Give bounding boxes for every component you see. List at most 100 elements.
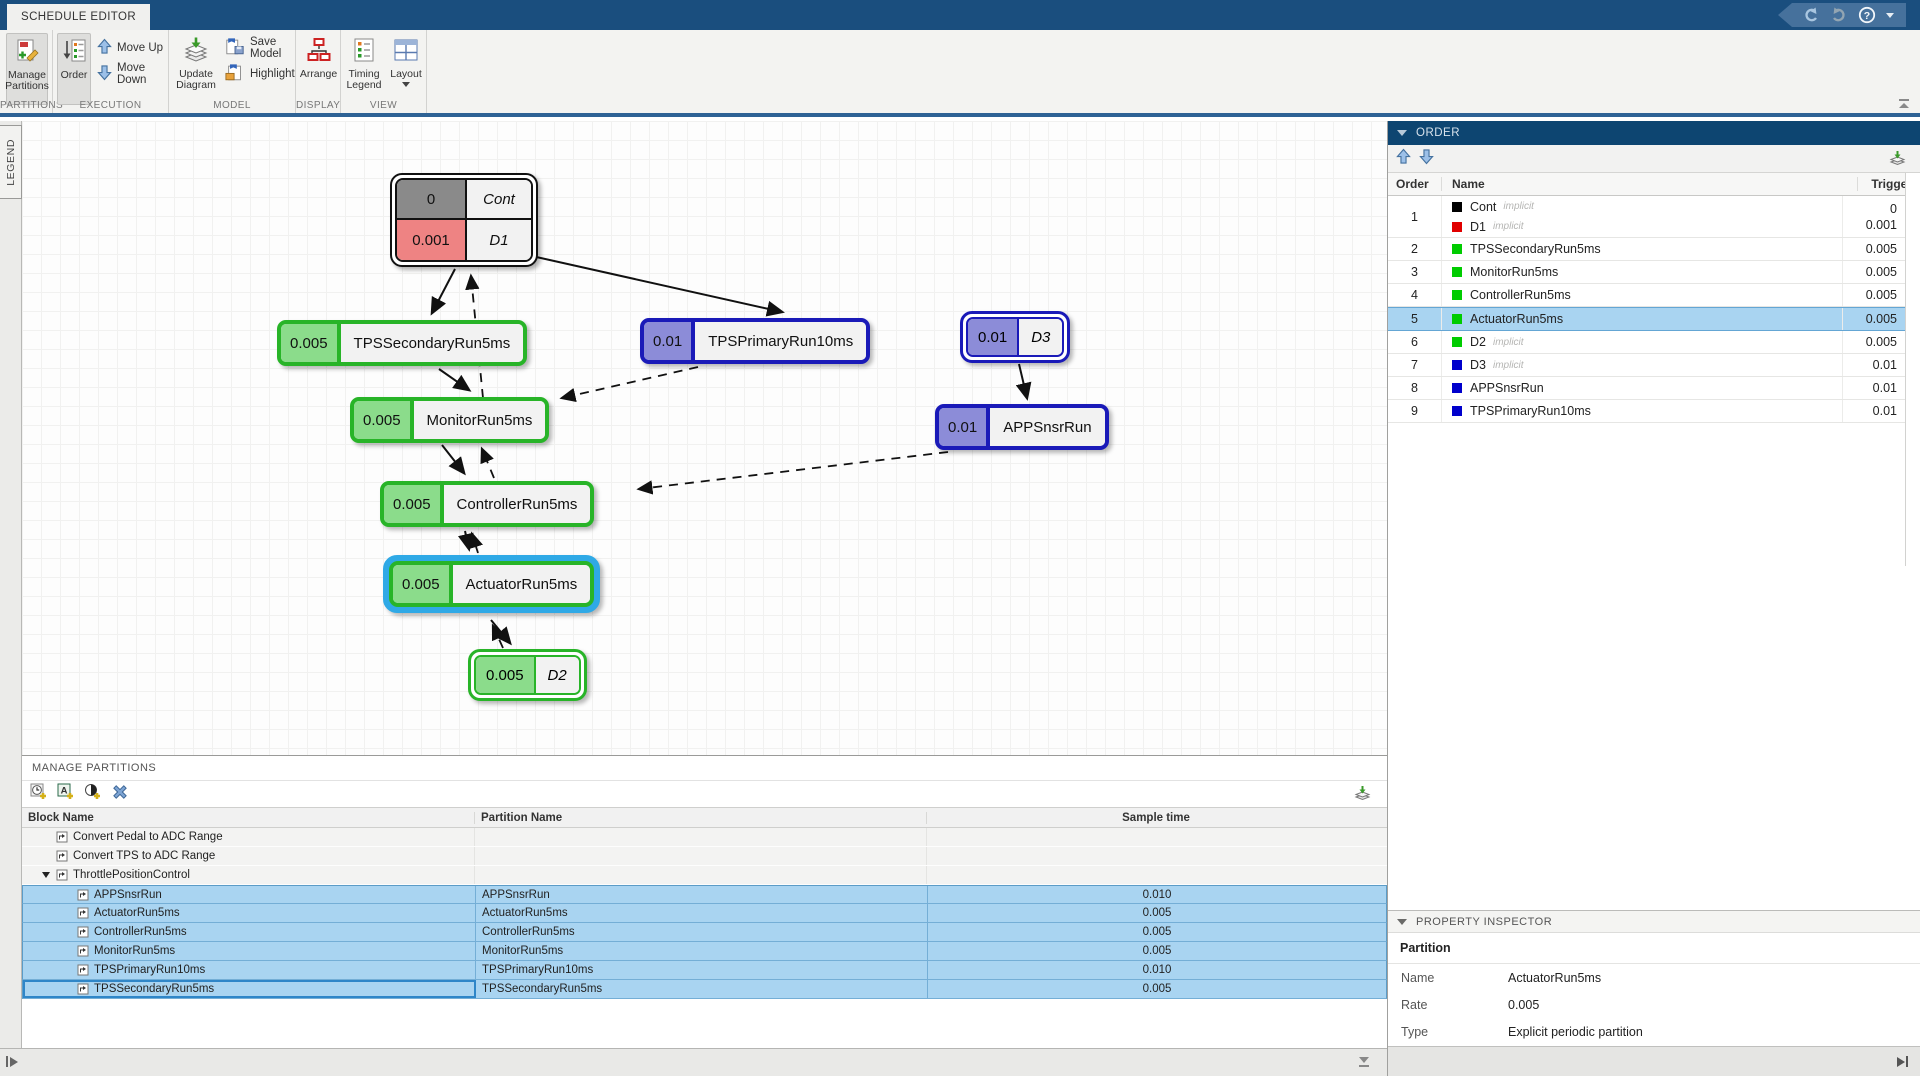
collapse-section-icon[interactable] (1397, 918, 1407, 925)
partition-rate: 0.005 (393, 565, 453, 603)
redo-icon[interactable] (1830, 7, 1848, 23)
order-row[interactable]: 8 APPSnsrRun 0.01 (1388, 377, 1905, 400)
export-order-icon[interactable] (1889, 150, 1906, 172)
property-inspector-header[interactable]: PROPERTY INSPECTOR (1388, 910, 1920, 933)
manage-partitions-panel: MANAGE PARTITIONS A Block Name Partition… (22, 755, 1387, 1048)
wire-tpsprimary-to-monitor-dashed (559, 366, 699, 403)
partition-color-swatch (1452, 290, 1462, 300)
focused-cell[interactable]: TPSSecondaryRun5ms (23, 980, 476, 998)
partition-color-swatch (1452, 201, 1462, 212)
help-icon[interactable]: ? (1858, 6, 1876, 24)
column-header[interactable]: Sample time (1122, 811, 1190, 824)
order-panel-header[interactable]: ORDER (1388, 121, 1920, 145)
order-move-up-icon[interactable] (1396, 148, 1411, 170)
column-header[interactable]: Block Name (22, 811, 475, 824)
highlight-button[interactable]: Highlight (225, 64, 295, 84)
partition-name: D2 (535, 657, 579, 693)
partition-block-monitorrun5ms[interactable]: 0.005 MonitorRun5ms (350, 397, 550, 443)
ribbon-group-partitions: Manage Partitions PARTITIONS (0, 30, 63, 113)
arrange-button[interactable]: Arrange (298, 33, 339, 105)
undo-icon[interactable] (1802, 7, 1820, 23)
export-partitions-icon[interactable] (1354, 785, 1371, 807)
right-panel-bottombar (1388, 1046, 1920, 1076)
wire-controller-to-monitor-dashed (480, 446, 495, 479)
add-partition-icon[interactable] (84, 783, 101, 805)
update-diagram-button[interactable]: Update Diagram (172, 33, 220, 105)
move-up-button[interactable]: Move Up (97, 38, 163, 58)
partition-block-actuatorrun5ms-selected[interactable]: 0.005 ActuatorRun5ms (383, 555, 601, 613)
order-row-selected[interactable]: 5 ActuatorRun5ms 0.005 (1388, 307, 1905, 331)
column-header[interactable]: Partition Name (475, 811, 927, 824)
layout-button[interactable]: Layout (387, 33, 425, 105)
property-field: Name ActuatorRun5ms (1401, 970, 1602, 985)
order-row[interactable]: 3 MonitorRun5ms 0.005 (1388, 261, 1905, 284)
order-button[interactable]: Order (57, 33, 91, 105)
table-row-selected[interactable]: MonitorRun5ms MonitorRun5ms 0.005 (22, 942, 1387, 961)
partition-name: TPSSecondaryRun5ms (340, 324, 524, 362)
schedule-diagram-canvas[interactable]: 0 Cont 0.001 D1 0.005 TPSSecondaryRun5ms… (22, 121, 1387, 755)
partition-color-swatch (1452, 314, 1462, 324)
expand-panel-icon[interactable] (6, 1056, 18, 1067)
table-row-selected[interactable]: ActuatorRun5ms ActuatorRun5ms 0.005 (22, 904, 1387, 923)
order-row[interactable]: 4 ControllerRun5ms 0.005 (1388, 284, 1905, 307)
table-row-selected[interactable]: TPSPrimaryRun10ms TPSPrimaryRun10ms 0.01… (22, 961, 1387, 980)
move-up-icon (97, 38, 112, 58)
block-icon (56, 831, 68, 843)
order-table-header-row: Order Name Trigger (1388, 173, 1920, 196)
help-dropdown-icon[interactable] (1886, 12, 1894, 18)
order-icon (62, 38, 86, 68)
table-row[interactable]: Convert Pedal to ADC Range (22, 828, 1387, 847)
save-model-button[interactable]: Save Model (225, 36, 295, 60)
ribbon-collapse-icon[interactable] (1898, 99, 1910, 109)
column-header[interactable]: Order (1388, 177, 1442, 191)
table-row-selected[interactable]: TPSSecondaryRun5ms TPSSecondaryRun5ms 0.… (22, 980, 1387, 999)
table-row-selected[interactable]: APPSnsrRun APPSnsrRun 0.010 (22, 885, 1387, 904)
manage-partitions-button[interactable]: Manage Partitions (5, 33, 49, 105)
property-inspector-title: PROPERTY INSPECTOR (1416, 915, 1553, 928)
column-header[interactable]: Name (1442, 177, 1858, 191)
order-row[interactable]: 9 TPSPrimaryRun10ms 0.01 (1388, 400, 1905, 423)
partition-block-cont-d1[interactable]: 0 Cont 0.001 D1 (390, 173, 538, 267)
quick-access-toolbar: ? (1778, 3, 1906, 27)
save-model-icon (225, 37, 245, 59)
wire-monitor-to-cont-dashed (465, 273, 484, 399)
column-header[interactable]: Trigger (1871, 177, 1912, 191)
ribbon-group-label: VIEW (369, 100, 398, 111)
wire-d3-to-appsnsr (1015, 363, 1032, 401)
tab-schedule-editor[interactable]: SCHEDULE EDITOR (7, 4, 151, 30)
wire-controller-to-actuator (457, 530, 474, 552)
legend-tab[interactable]: LEGEND (0, 125, 22, 199)
block-icon (56, 869, 68, 881)
order-row[interactable]: 2 TPSSecondaryRun5ms 0.005 (1388, 238, 1905, 261)
partition-rate: 0.01 (939, 408, 991, 446)
collapse-section-icon[interactable] (1397, 130, 1407, 136)
table-row[interactable]: ThrottlePositionControl (22, 866, 1387, 885)
table-row[interactable]: Convert TPS to ADC Range (22, 847, 1387, 866)
collapse-right-panel-icon[interactable] (1897, 1056, 1908, 1067)
partition-color-swatch (1452, 383, 1462, 393)
add-periodic-partition-icon[interactable] (30, 783, 47, 805)
order-move-down-icon[interactable] (1419, 148, 1434, 170)
partition-block-d2[interactable]: 0.005 D2 (468, 649, 587, 701)
move-down-button[interactable]: Move Down (97, 62, 168, 86)
timing-legend-button[interactable]: Timing Legend (345, 33, 383, 105)
connection-wires (430, 251, 1032, 649)
delete-partition-icon[interactable] (111, 783, 129, 806)
partition-color-swatch (1452, 244, 1462, 254)
titlebar: SCHEDULE EDITOR ? (0, 0, 1920, 30)
partition-block-appsnsrrun[interactable]: 0.01 APPSnsrRun (935, 404, 1109, 450)
partition-rate: 0.005 (384, 485, 444, 523)
collapse-panel-icon[interactable] (1359, 1057, 1369, 1067)
partition-block-controllerrun5ms[interactable]: 0.005 ControllerRun5ms (380, 481, 595, 527)
partition-block-tpsprimaryrun10ms[interactable]: 0.01 TPSPrimaryRun10ms (640, 318, 871, 364)
highlight-icon (225, 63, 245, 85)
add-aperiodic-partition-icon[interactable]: A (57, 783, 74, 805)
partition-rate: 0.005 (476, 657, 536, 693)
partition-block-tpssecondaryrun5ms[interactable]: 0.005 TPSSecondaryRun5ms (277, 320, 528, 366)
partition-block-d3[interactable]: 0.01 D3 (960, 311, 1071, 363)
table-row-selected[interactable]: ControllerRun5ms ControllerRun5ms 0.005 (22, 923, 1387, 942)
tree-expander-icon[interactable] (42, 872, 50, 878)
